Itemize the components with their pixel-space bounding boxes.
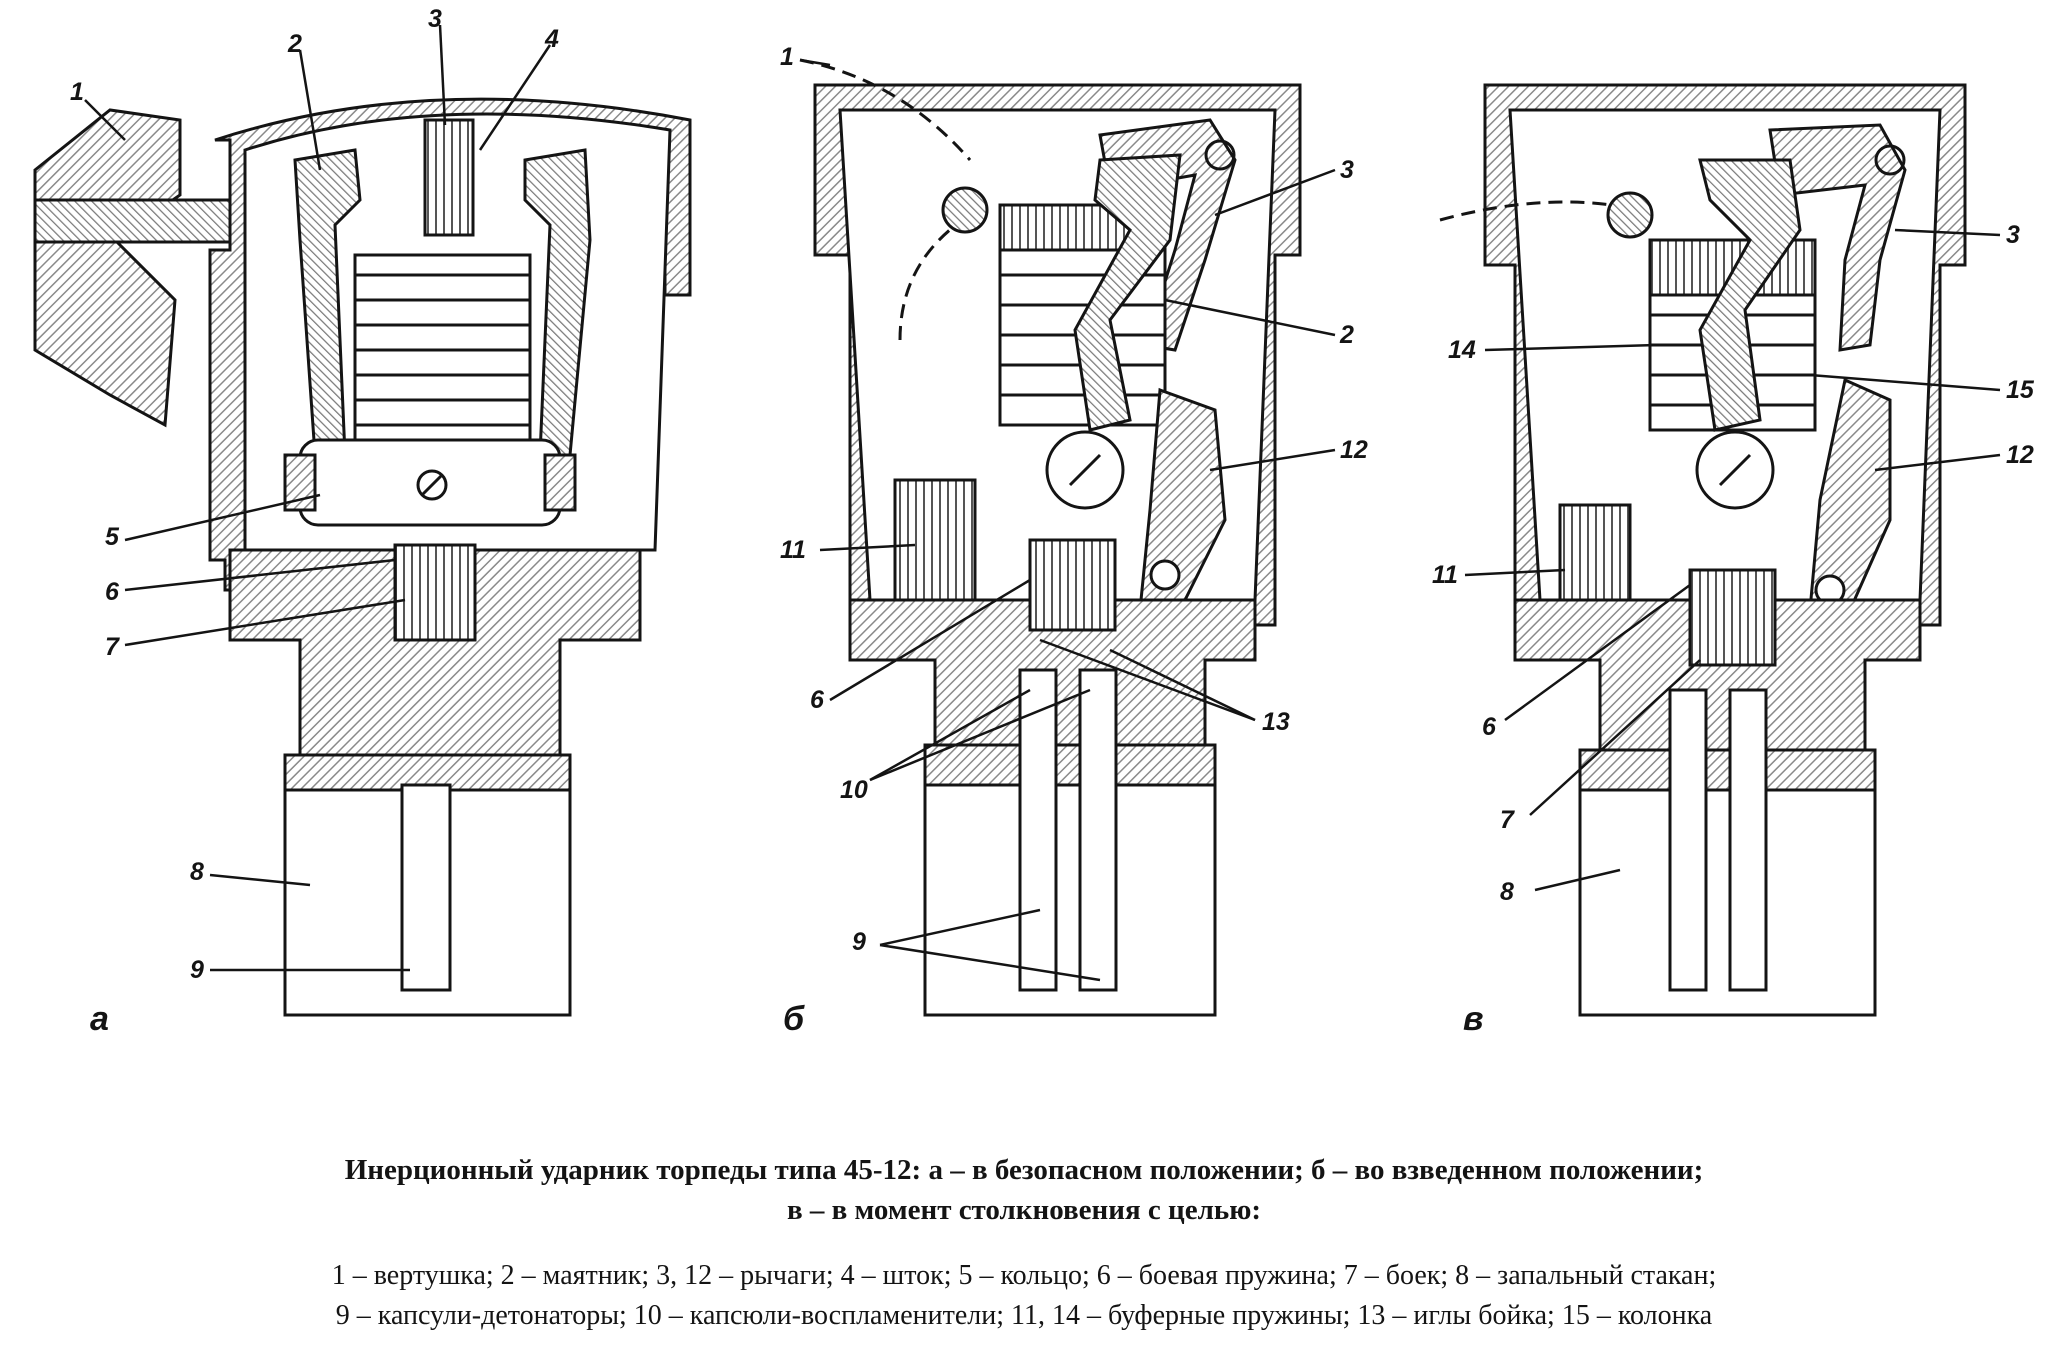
striker-b — [1028, 538, 1117, 632]
callout-a-2: 2 — [287, 30, 302, 58]
callout-a-8: 8 — [190, 858, 204, 886]
fuse-cup-b — [923, 743, 1217, 1017]
caption-title-line-1: Инерционный ударник торпеды типа 45-12: … — [344, 1154, 1704, 1186]
pendulum-arm-left — [293, 148, 362, 457]
spring-a — [353, 253, 532, 457]
panel-letter-b: б — [783, 1000, 805, 1038]
callout-b-9: 9 — [852, 928, 866, 956]
callout-a-4: 4 — [544, 25, 559, 53]
callout-a-9: 9 — [190, 956, 204, 984]
panel-a — [33, 24, 692, 1017]
figure-caption-title: Инерционный ударник торпеды типа 45-12: … — [0, 1150, 2048, 1230]
callout-a-5: 5 — [105, 523, 120, 551]
callout-b-12: 12 — [1340, 436, 1368, 464]
detonator-c2 — [1728, 688, 1768, 992]
callout-a-6: 6 — [105, 578, 120, 606]
callout-c-7: 7 — [1500, 806, 1515, 834]
callout-b-2: 2 — [1339, 321, 1354, 349]
panel-c — [1439, 83, 2001, 1017]
pendulum-b — [1073, 153, 1182, 432]
callout-c-15: 15 — [2006, 376, 2035, 404]
vane-pivot-c — [1606, 191, 1654, 239]
callout-c-8: 8 — [1500, 878, 1514, 906]
striker-c — [1688, 568, 1777, 667]
leaders-b — [799, 58, 1336, 982]
callout-a-3: 3 — [428, 5, 442, 33]
callout-b-6: 6 — [810, 686, 825, 714]
callout-b-13: 13 — [1262, 708, 1290, 736]
callout-c-3: 3 — [2006, 221, 2020, 249]
inertial-striker-diagram: 1 2 3 4 5 6 7 8 9 а 1 3 2 12 11 6 13 10 … — [33, 5, 2035, 1038]
caption-title-line-2: в – в момент столкновения с целью: — [786, 1194, 1262, 1226]
vane-part — [33, 108, 182, 428]
callout-a-1: 1 — [70, 78, 84, 106]
detonator-a — [400, 783, 452, 992]
spring-coils-a — [355, 273, 530, 427]
callout-c-6: 6 — [1482, 713, 1497, 741]
callout-c-14: 14 — [1448, 336, 1476, 364]
leaders-c — [1464, 228, 2001, 892]
leaders-a — [84, 24, 552, 972]
striker-a — [393, 543, 477, 642]
vane-pivot-b — [941, 186, 989, 234]
detonator-b2 — [1078, 668, 1118, 992]
callout-b-11: 11 — [780, 536, 806, 564]
panel-letter-a: а — [90, 1000, 109, 1038]
pendulum-c — [1698, 158, 1802, 432]
buffer-spring-b — [893, 478, 977, 622]
detonator-b1 — [1018, 668, 1058, 992]
figure-caption-legend: 1 – вертушка; 2 – маятник; 3, 12 – рычаг… — [0, 1256, 2048, 1336]
ring-a — [298, 438, 562, 527]
callout-a-7: 7 — [105, 633, 120, 661]
caption-legend-line-1: 1 – вертушка; 2 – маятник; 3, 12 – рычаг… — [331, 1260, 1717, 1291]
panel-letter-c: в — [1463, 1000, 1484, 1038]
callout-b-1: 1 — [780, 43, 794, 71]
callout-c-12: 12 — [2006, 441, 2034, 469]
fuse-cup-c — [1578, 748, 1877, 1017]
stem-a — [423, 118, 475, 237]
callout-b-3: 3 — [1340, 156, 1354, 184]
callout-c-11: 11 — [1432, 561, 1458, 589]
detonator-c1 — [1668, 688, 1708, 992]
callout-b-10: 10 — [840, 776, 868, 804]
panel-b — [799, 58, 1336, 1017]
caption-legend-line-2: 9 – капсули-детонаторы; 10 – капсюли-вос… — [335, 1300, 1713, 1331]
